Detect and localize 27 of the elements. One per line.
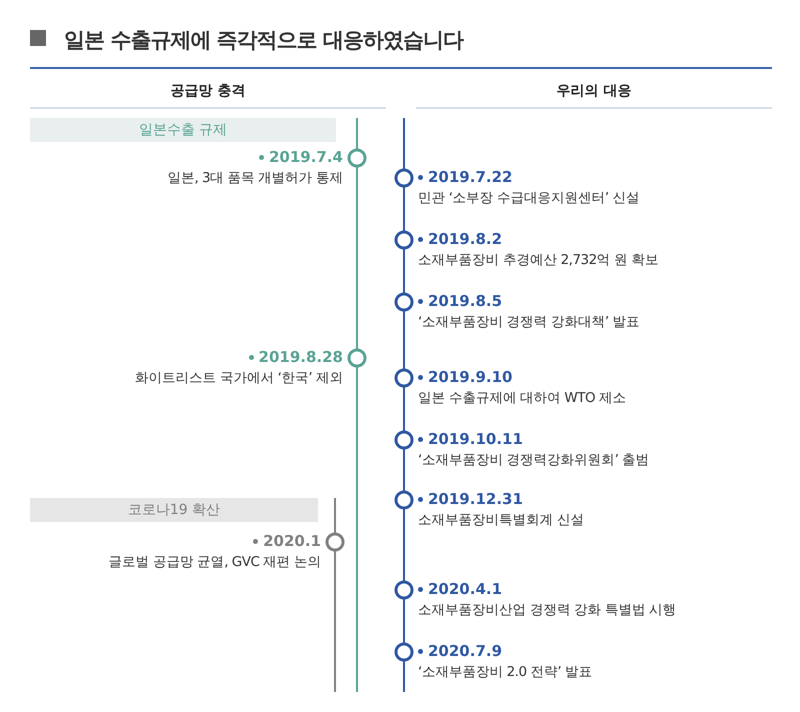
event-date: 2019.7.4 <box>268 148 343 166</box>
page-title: 일본 수출규제에 즉각적으로 대응하였습니다 <box>64 27 463 54</box>
event-date: 2019.8.5 <box>428 292 502 310</box>
event-description: 소재부품장비산업 경쟁력 강화 특별법 시행 <box>418 601 676 619</box>
event-description: ‘소재부품장비 경쟁력 강화대책’ 발표 <box>418 313 640 331</box>
event-date: 2019.9.10 <box>428 368 512 386</box>
event-date: 2020.1 <box>263 532 321 550</box>
category-band: 코로나19 확산 <box>30 498 318 522</box>
event-date: 2019.7.22 <box>428 168 512 186</box>
event-date: 2019.10.11 <box>428 430 523 448</box>
event-description: 소재부품장비 추경예산 2,732억 원 확보 <box>418 251 658 269</box>
event-description: 화이트리스트 국가에서 ‘한국’ 제외 <box>135 369 343 387</box>
event-date: 2019.8.2 <box>428 230 502 248</box>
event-date: 2020.4.1 <box>428 580 502 598</box>
event-date: 2020.7.9 <box>428 642 502 660</box>
event-description: 민관 ‘소부장 수급대응지원센터’ 신설 <box>418 189 640 207</box>
column-header: 공급망 충격 <box>170 82 246 100</box>
event-description: 일본 수출규제에 대하여 WTO 제소 <box>418 389 626 407</box>
category-band: 일본수출 규제 <box>30 118 336 142</box>
event-description: 일본, 3대 품목 개별허가 통제 <box>167 169 343 187</box>
event-description: 소재부품장비특별회계 신설 <box>418 511 584 529</box>
event-description: ‘소재부품장비 경쟁력강화위원회’ 출범 <box>418 451 650 469</box>
column-header: 우리의 대응 <box>556 82 632 100</box>
event-description: 글로벌 공급망 균열, GVC 재편 논의 <box>108 553 321 571</box>
event-date: 2019.8.28 <box>258 348 343 366</box>
event-description: ‘소재부품장비 2.0 전략’ 발표 <box>418 663 592 681</box>
event-date: 2019.12.31 <box>428 490 523 508</box>
